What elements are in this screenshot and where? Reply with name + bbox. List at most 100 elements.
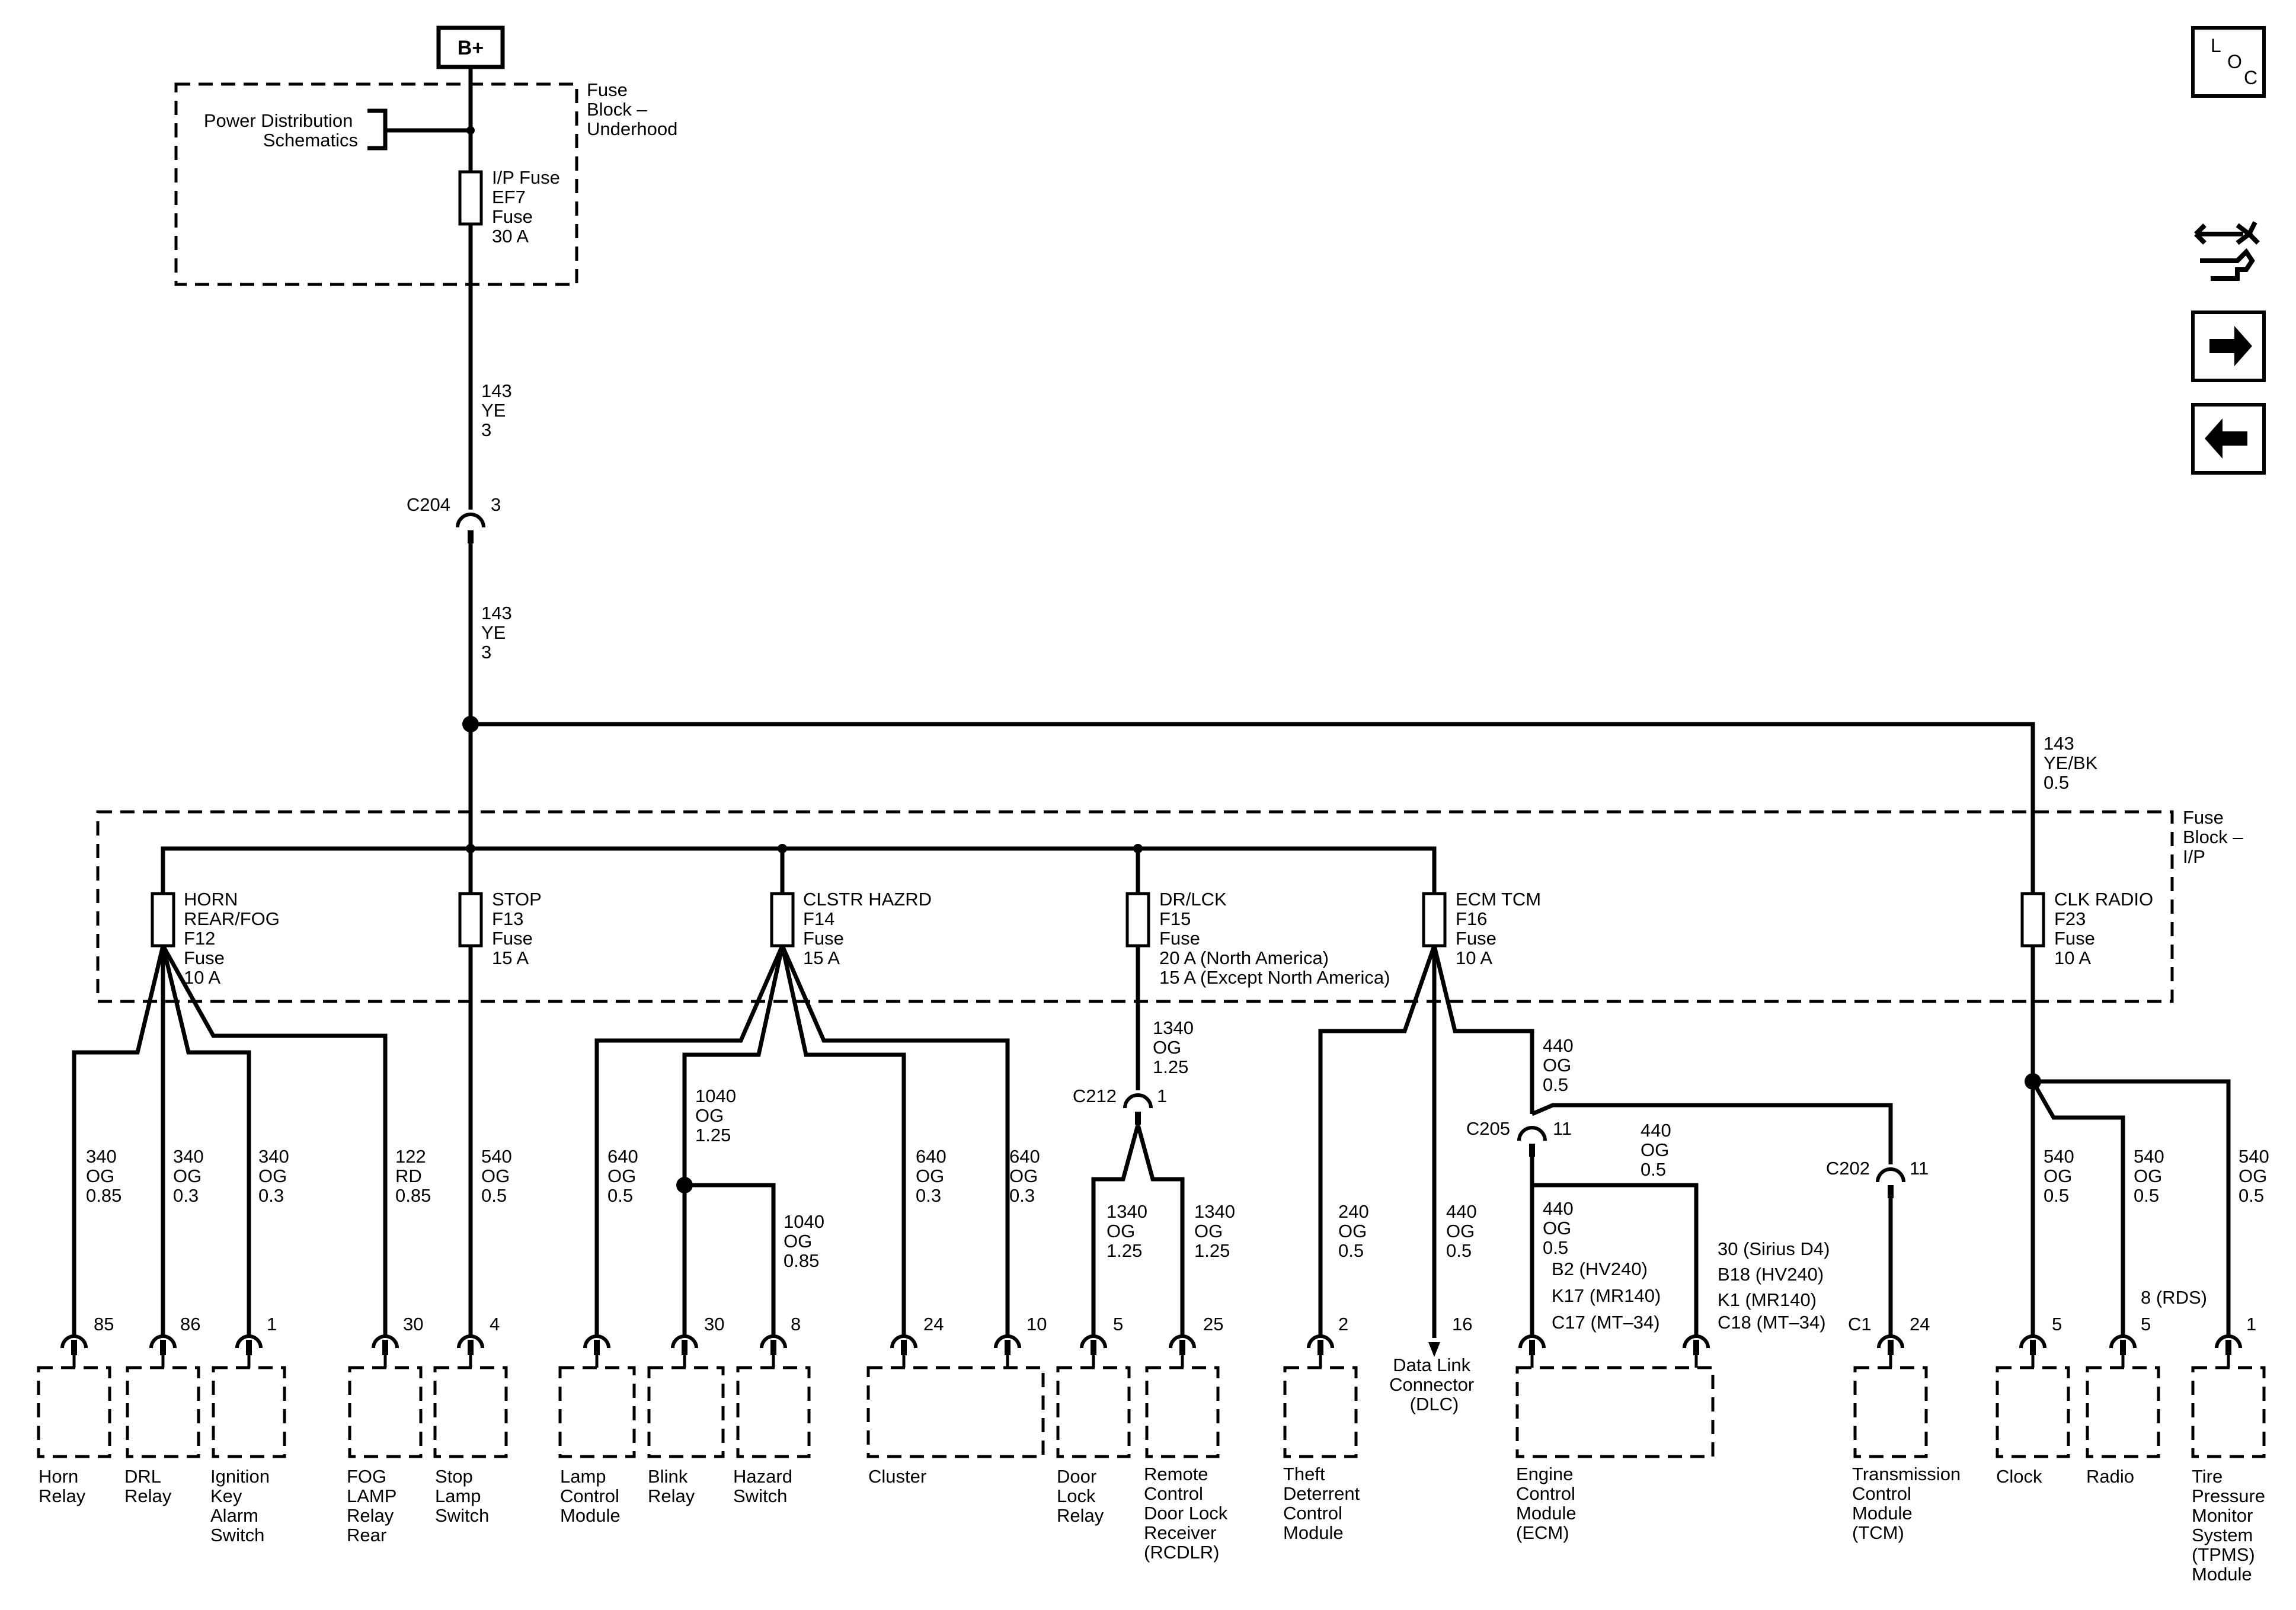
wire-theft: 240 OG 0.5 — [1338, 1201, 1374, 1261]
pin-connector-symbol — [2109, 1334, 2137, 1368]
pin-stop: 4 — [490, 1314, 500, 1334]
wire-ecm-a: 440 OG 0.5 — [1543, 1198, 1578, 1258]
pin-theft: 2 — [1338, 1314, 1348, 1334]
wire-mid-label: 143 YE 3 — [481, 603, 517, 662]
svg-text:L: L — [2211, 35, 2221, 56]
pin-connector-symbol — [994, 1334, 1021, 1368]
pin-tcm-c1: C1 — [1848, 1314, 1872, 1334]
fuse-ef7 — [458, 170, 483, 226]
fuse-block-underhood — [174, 82, 578, 286]
pin-connector-symbol — [890, 1334, 917, 1368]
cluster-label: Cluster — [868, 1466, 926, 1487]
pin-connector-symbol — [457, 1334, 484, 1368]
rcdlr-label: Remote Control Door Lock Receiver (RCDLR… — [1144, 1464, 1233, 1563]
fuse-f16 — [1422, 892, 1447, 948]
fuse-block-ip-label: Fuse Block – I/P — [2183, 807, 2248, 867]
horn-relay-label: Horn Relay — [39, 1466, 86, 1506]
blink-relay-box — [647, 1366, 725, 1458]
rcdlr-box — [1145, 1366, 1220, 1458]
pin-tpms: 1 — [2246, 1314, 2256, 1334]
c205-connector — [1517, 1126, 1547, 1141]
fog-lamp-relay-box — [348, 1366, 423, 1458]
lamp-control-module-label: Lamp Control Module — [560, 1466, 625, 1526]
tcm-box — [1853, 1366, 1928, 1458]
c205-pin: 11 — [1553, 1118, 1572, 1139]
horn-relay-box — [37, 1366, 111, 1458]
tpms-box — [2191, 1366, 2266, 1458]
pin-connector-symbol — [1683, 1334, 1710, 1368]
door-lock-relay-label: Door Lock Relay — [1057, 1466, 1104, 1526]
fuse-f12 — [151, 892, 175, 948]
fuse-f15 — [1125, 892, 1150, 948]
pin-hazard: 8 — [791, 1314, 801, 1334]
wire-horn-relay: 340 OG 0.85 — [86, 1146, 121, 1206]
c212-name: C212 — [1073, 1086, 1117, 1106]
radio-label: Radio — [2086, 1466, 2134, 1487]
wire-hazard: 1040 OG 0.85 — [784, 1211, 830, 1271]
fuse-f15-label: DR/LCK F15 Fuse 20 A (North America) 15 … — [1159, 889, 1390, 988]
tpms-label: Tire Pressure Monitor System (TPMS) Modu… — [2192, 1466, 2271, 1585]
hazard-switch-box — [736, 1366, 811, 1458]
ecm-pins-a: B2 (HV240) K17 (MR140) C17 (MT–34) — [1552, 1259, 1666, 1333]
wire-dlc: 440 OG 0.5 — [1446, 1201, 1482, 1261]
pin-ign: 1 — [267, 1314, 277, 1334]
clock-box — [1996, 1366, 2070, 1458]
door-lock-relay-box — [1056, 1366, 1131, 1458]
wire-top-label: 143 YE 3 — [481, 380, 517, 440]
pin-tcm: 24 — [1910, 1314, 1930, 1334]
svg-text:C: C — [2244, 67, 2257, 88]
wire-stop-lamp: 540 OG 0.5 — [481, 1146, 517, 1206]
fuse-f16-label: ECM TCM F16 Fuse 10 A — [1456, 889, 1546, 968]
fuse-block-ip — [96, 810, 2174, 1003]
pin-connector-symbol — [671, 1334, 698, 1368]
c212-pin: 1 — [1157, 1086, 1167, 1106]
pin-horn: 85 — [94, 1314, 114, 1334]
pin-connector-symbol — [60, 1334, 88, 1368]
c204-connector — [456, 513, 485, 528]
wire-clk-feed-label: 143 YE/BK 0.5 — [2044, 733, 2103, 793]
ignition-key-box — [212, 1366, 286, 1458]
pin-blink: 30 — [704, 1314, 724, 1334]
wire-blink-feed: 1040 OG 1.25 — [695, 1086, 741, 1145]
battery-label: B+ — [458, 37, 484, 59]
pin-connector-symbol — [372, 1334, 399, 1368]
pin-cluster-a: 24 — [923, 1314, 944, 1334]
pin-connector-symbol — [2215, 1334, 2242, 1368]
theft-deterrent-box — [1283, 1366, 1358, 1458]
pin-connector-symbol — [1169, 1334, 1196, 1368]
wire-tpms: 540 OG 0.5 — [2239, 1146, 2274, 1206]
pin-connector-symbol — [1518, 1334, 1546, 1368]
cluster-box — [866, 1366, 1045, 1458]
pin-rcdlr: 25 — [1203, 1314, 1223, 1334]
fuse-f23-label: CLK RADIO F23 Fuse 10 A — [2054, 889, 2159, 968]
pin-connector-symbol — [1877, 1334, 1904, 1368]
fuse-f13 — [458, 892, 483, 948]
pin-connector-symbol — [1080, 1334, 1107, 1368]
arrow-right-icon[interactable] — [2191, 311, 2266, 382]
wire-drl-relay: 340 OG 0.3 — [173, 1146, 209, 1206]
pin-connector-symbol — [149, 1334, 177, 1368]
radio-box — [2086, 1366, 2160, 1458]
wire-door-lock: 1340 OG 1.25 — [1107, 1201, 1153, 1261]
ecm-box — [1515, 1366, 1715, 1458]
ecm-label: Engine Control Module (ECM) — [1516, 1464, 1581, 1543]
pin-connector-symbol — [1307, 1334, 1334, 1368]
drl-relay-box — [126, 1366, 200, 1458]
wire-drlck-feed: 1340 OG 1.25 — [1153, 1017, 1199, 1077]
pin-connector-symbol — [760, 1334, 787, 1368]
wire-radio: 540 OG 0.5 — [2134, 1146, 2169, 1206]
c212-connector — [1123, 1093, 1153, 1109]
pin-door: 5 — [1113, 1314, 1123, 1334]
arrow-left-icon[interactable] — [2191, 403, 2266, 475]
fuse-f14 — [770, 892, 795, 948]
wire-fog-relay: 122 RD 0.85 — [395, 1146, 431, 1206]
ecm-pins-b: 30 (Sirius D4) B18 (HV240) K1 (MR140) C1… — [1718, 1238, 1835, 1333]
pin-connector-symbol — [583, 1334, 610, 1368]
svg-text:O: O — [2227, 51, 2242, 72]
wire-rcdlr: 1340 OG 1.25 — [1194, 1201, 1240, 1261]
schematic-link-icon[interactable] — [2194, 221, 2260, 281]
theft-deterrent-label: Theft Deterrent Control Module — [1283, 1464, 1365, 1543]
loc-button[interactable]: L O C — [2191, 26, 2266, 98]
clock-label: Clock — [1996, 1466, 2042, 1487]
